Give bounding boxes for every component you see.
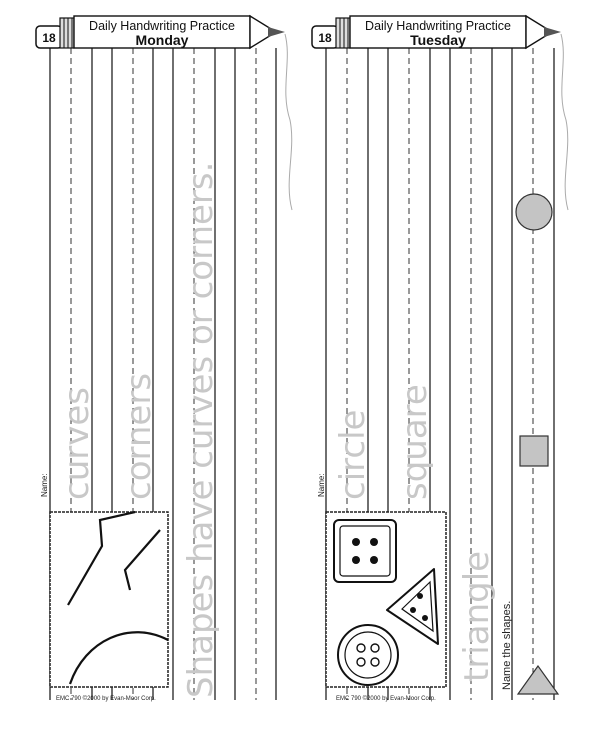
- tuesday-picture-box: [325, 511, 447, 688]
- monday-panel: 18 Daily Handwriting Practice Monday Nam…: [35, 14, 293, 702]
- tuesday-trace-word-triangle: triangle: [457, 551, 497, 682]
- triangle-button-icon: [386, 568, 439, 645]
- monday-pencil-banner: [35, 14, 293, 211]
- monday-title: Daily Handwriting Practice: [89, 19, 235, 33]
- monday-trace-word-corners: corners: [119, 373, 159, 500]
- monday-trace-sentence: Shapes have curves or corners.: [181, 162, 221, 698]
- monday-name-label: Name:: [40, 473, 49, 497]
- monday-picture-box: [49, 510, 169, 688]
- monday-solid-lines: [49, 48, 277, 700]
- tuesday-title: Daily Handwriting Practice: [365, 19, 511, 33]
- square-button-icon: [333, 519, 397, 583]
- tuesday-name-label: Name:: [317, 473, 326, 497]
- monday-day: Monday: [136, 32, 189, 48]
- circle-button-icon: [337, 624, 399, 686]
- monday-number-badge: 18: [42, 31, 56, 45]
- tuesday-day: Tuesday: [410, 32, 466, 48]
- monday-trace-word-curves: curves: [57, 387, 97, 500]
- tuesday-trace-word-circle: circle: [333, 410, 373, 500]
- monday-footer: EMC 790 ©2000 by Evan-Moor Corp.: [56, 695, 156, 702]
- triangle-shape-icon: [516, 664, 560, 695]
- tuesday-pencil-banner: [311, 14, 569, 211]
- circle-shape-icon: [515, 193, 553, 231]
- square-shape-icon: [519, 435, 549, 467]
- tuesday-footer: EMC 790 ©2000 by Evan-Moor Corp.: [336, 695, 436, 702]
- tuesday-number-badge: 18: [318, 31, 332, 45]
- tuesday-panel: 18 Daily Handwriting Practice Tuesday Na…: [311, 14, 569, 702]
- tuesday-trace-word-square: square: [395, 384, 435, 500]
- tuesday-instruction: Name the shapes.: [501, 601, 513, 690]
